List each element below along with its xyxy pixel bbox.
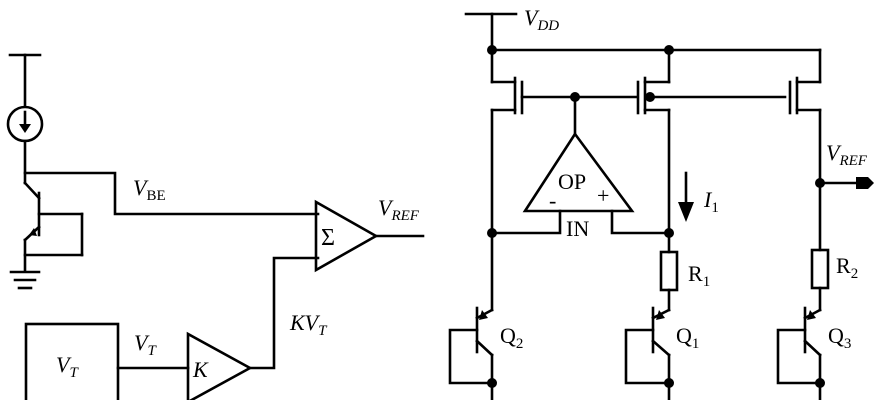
resistor-r2 <box>810 248 830 290</box>
vref-label-right: VREF <box>826 140 868 169</box>
gain-triangle <box>186 331 253 400</box>
opamp-plus-wire <box>610 209 671 235</box>
current-source-icon <box>6 105 44 143</box>
q3-label: Q3 <box>828 323 851 352</box>
ground-icon <box>9 270 41 290</box>
vref-port-icon <box>856 177 874 189</box>
gain-label: K <box>192 357 209 382</box>
pmos-right-icon <box>788 48 822 252</box>
kvt-label: KVT <box>289 310 328 339</box>
opamp-triangle <box>522 131 635 213</box>
bjt-q3-icon <box>776 306 825 400</box>
vbe-label: VBE <box>133 175 166 204</box>
summer-triangle <box>314 199 379 273</box>
vt-generator-box <box>24 322 120 400</box>
opamp-minus: - <box>549 188 556 213</box>
r1-label: R1 <box>688 261 710 290</box>
q2-label: Q2 <box>500 323 523 352</box>
vt-box-label: VT <box>56 352 79 381</box>
sum-symbol: Σ <box>321 225 335 251</box>
kvt-wire <box>248 256 320 370</box>
opamp-label: OP <box>558 169 586 194</box>
i1-label: I1 <box>703 187 719 216</box>
right-circuit: VDD <box>448 5 874 400</box>
r2-label: R2 <box>836 253 858 282</box>
vbe-wire <box>23 171 320 216</box>
pmos-left-icon <box>490 48 524 235</box>
opamp-plus: + <box>597 183 609 208</box>
opamp-in-label: IN <box>566 216 589 241</box>
opamp-minus-wire <box>490 209 562 235</box>
bjt-q1-icon <box>624 306 674 400</box>
q1-label: Q1 <box>676 323 699 352</box>
pnp-transistor-icon <box>23 181 84 272</box>
pmos-middle-icon <box>636 48 671 235</box>
bjt-q2-icon <box>448 231 497 400</box>
vt-line-label: VT <box>134 330 157 359</box>
left-block-diagram: VBE Σ VREF KVT VT VT K <box>6 53 425 400</box>
vdd-label: VDD <box>524 5 559 34</box>
resistor-r1 <box>659 250 679 292</box>
vref-label-left: VREF <box>378 195 420 224</box>
current-arrow-icon <box>678 171 694 222</box>
